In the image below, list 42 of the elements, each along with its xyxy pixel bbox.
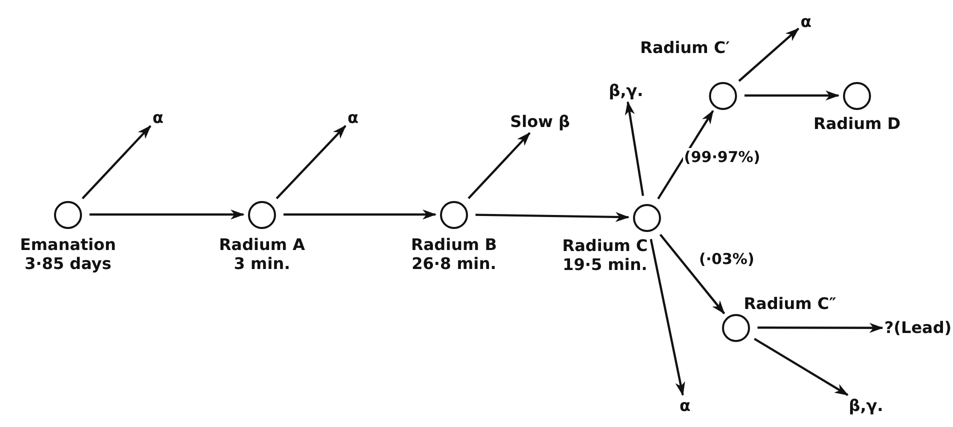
nuclide-name: Radium D [814, 114, 900, 133]
nuclide-circle [248, 200, 276, 228]
radiation-label: α [680, 397, 690, 415]
arrow [657, 110, 714, 200]
radiation-label: α [348, 109, 358, 127]
radiation-label: Slow β [510, 113, 570, 131]
nuclide-name: Radium C [562, 236, 648, 255]
nuclide-circle [632, 204, 660, 232]
edge-label: (·03%) [698, 250, 756, 268]
arrow [758, 322, 884, 333]
nuclide-name: Radium C″ [744, 294, 836, 313]
nuclide-circle [722, 314, 750, 342]
arrow [468, 132, 530, 200]
half-life-label: 26·8 min. [412, 254, 496, 273]
nuclide-circle [54, 200, 82, 228]
arrow [475, 212, 630, 222]
nuclide-name: Radium C′ [640, 38, 730, 57]
arrow [82, 125, 152, 200]
arrow [276, 125, 346, 200]
half-life-label: 3 min. [234, 254, 290, 273]
nuclide-name: Radium B [411, 235, 497, 254]
arrow [754, 338, 849, 396]
arrow [738, 28, 800, 82]
half-life-label: 19·5 min. [562, 255, 648, 274]
arrow [650, 238, 686, 396]
radiation-label: β,γ. [608, 82, 644, 100]
arrow [284, 210, 436, 220]
radiation-label: ?(Lead) [884, 319, 952, 337]
edge-label: (99·97%) [683, 148, 762, 166]
arrow [744, 90, 840, 100]
half-life-label: 3·85 days [24, 254, 112, 273]
nuclide-circle [842, 82, 870, 110]
nuclide-circle [708, 82, 736, 110]
arrow [624, 101, 644, 196]
arrow [659, 234, 726, 314]
arrow [90, 210, 244, 220]
radiation-label: α [800, 13, 812, 31]
radiation-label: β,γ. [848, 397, 884, 415]
radiation-label: α [152, 109, 164, 127]
nuclide-circle [440, 200, 468, 228]
nuclide-name: Radium A [218, 235, 306, 254]
nuclide-name: Emanation [20, 235, 116, 254]
